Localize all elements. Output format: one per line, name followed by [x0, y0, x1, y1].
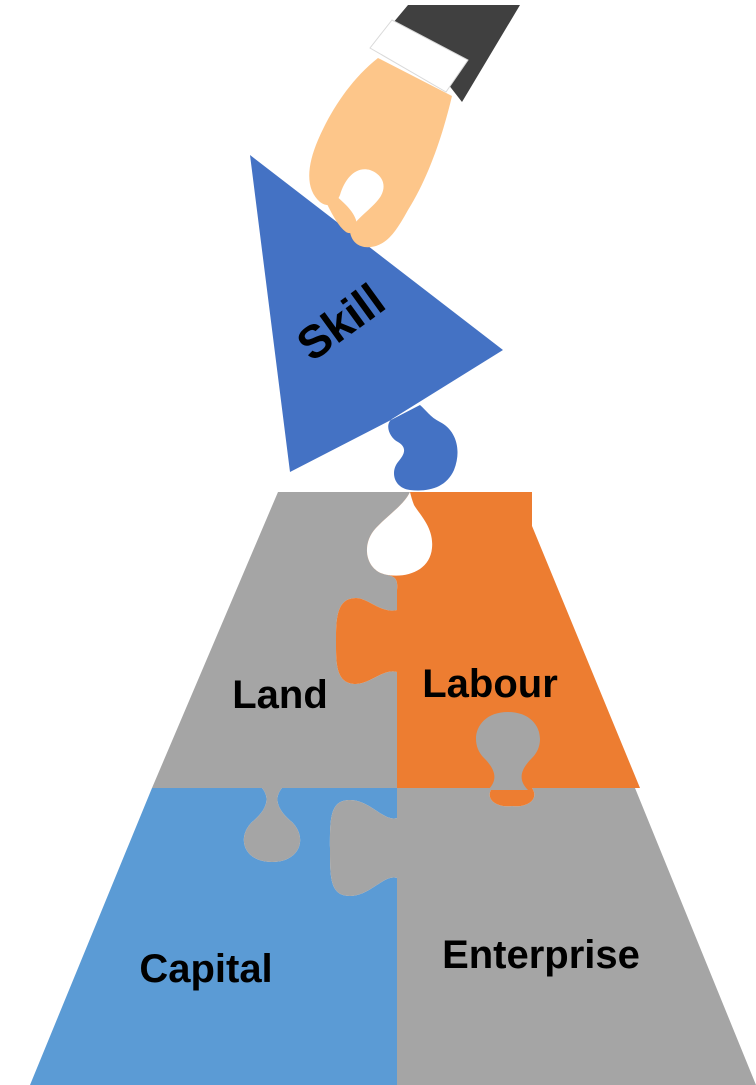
hand	[309, 58, 452, 248]
pyramid	[30, 492, 756, 1085]
puzzle-piece-skill	[250, 155, 503, 491]
skill-piece-group: Skill	[250, 155, 503, 491]
capital-label: Capital	[139, 947, 272, 991]
thumb	[326, 190, 357, 234]
enterprise-knob	[476, 712, 540, 790]
puzzle-piece-enterprise	[330, 788, 756, 1085]
puzzle-piece-land	[152, 492, 410, 862]
puzzle-piece-capital	[30, 788, 397, 1085]
skill-socket	[366, 492, 433, 576]
enterprise-label: Enterprise	[442, 933, 640, 977]
labour-label: Labour	[422, 662, 558, 706]
hand-icon	[309, 5, 520, 248]
cuff	[369, 19, 469, 93]
land-label: Land	[232, 673, 328, 717]
